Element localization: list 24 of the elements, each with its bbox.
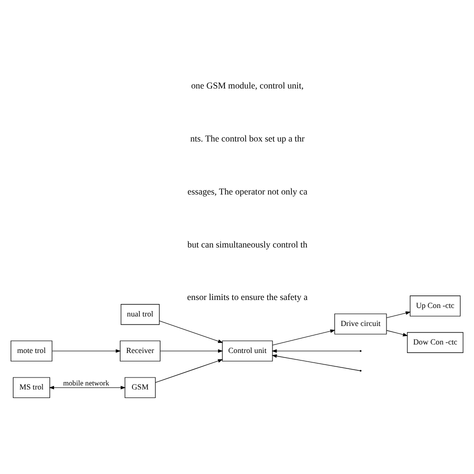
node-box: Drive circuit xyxy=(334,314,387,334)
node-box: Receiver xyxy=(120,340,160,362)
label: but can simultaneously control th xyxy=(187,239,308,250)
node-box: GSM xyxy=(124,377,156,398)
arrow xyxy=(272,329,336,346)
arrow xyxy=(272,349,360,353)
arrow xyxy=(159,320,224,343)
arrow xyxy=(48,386,126,390)
node-box: Dow Con -ctc xyxy=(407,332,464,353)
label: ensor limits to ensure the safety a xyxy=(187,292,308,302)
arrow xyxy=(52,349,121,353)
label: essages, The operator not only ca xyxy=(188,186,308,196)
node-box: Up Con -ctc xyxy=(410,296,461,316)
arrow xyxy=(155,359,224,383)
node-box: MS trol xyxy=(12,377,50,398)
node-box: Control unit xyxy=(222,340,273,362)
node-box: mote trol xyxy=(10,340,52,362)
arrow xyxy=(160,349,224,353)
node-box: nual trol xyxy=(120,304,160,325)
arrow xyxy=(386,311,411,318)
arrow xyxy=(386,330,408,336)
label: nts. The control box set up a thr xyxy=(190,133,305,144)
label: one GSM module, control unit, xyxy=(191,80,304,91)
arrow xyxy=(272,354,360,371)
